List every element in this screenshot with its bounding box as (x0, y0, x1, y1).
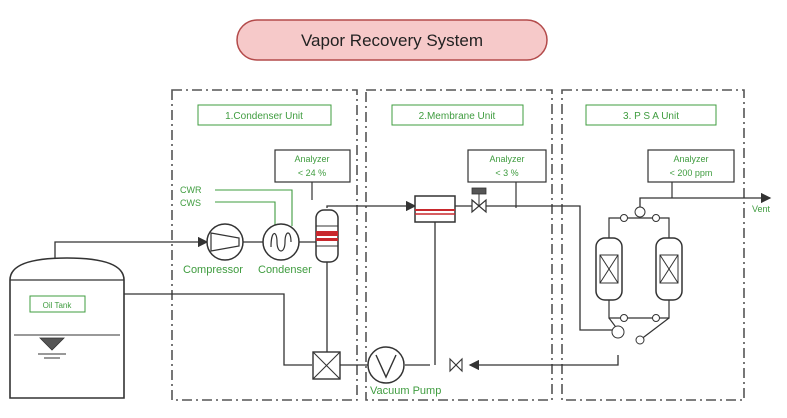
mixer-box (312, 351, 341, 380)
vacuum-pump-label: Vacuum Pump (370, 385, 441, 397)
svg-text:2.Membrane Unit: 2.Membrane Unit (419, 111, 496, 122)
svg-text:Analyzer: Analyzer (294, 154, 329, 164)
analyzer-3: Analyzer < 200 ppm (647, 149, 735, 183)
pipe-to-psa (486, 205, 612, 331)
membrane-unit-box (365, 89, 553, 401)
compressor (206, 223, 244, 261)
psa-unit-box (561, 89, 745, 401)
pipe-separator-to-membrane (326, 200, 417, 212)
cws-label: CWS (180, 198, 201, 208)
svg-text:3. P S A Unit: 3. P S A Unit (623, 111, 679, 122)
vent-label: Vent (752, 204, 771, 214)
pipe-vent (639, 192, 772, 212)
pipe-psa-return (468, 355, 619, 371)
return-valve (449, 357, 463, 373)
unit-label-1: 1.Condenser Unit (197, 104, 332, 126)
svg-text:< 24 %: < 24 % (298, 168, 326, 178)
pipe-tank-to-compressor (54, 236, 209, 258)
vacuum-pump (367, 346, 405, 384)
title-banner: Vapor Recovery System (236, 19, 548, 61)
unit-label-3: 3. P S A Unit (585, 104, 717, 126)
separator-vessel (315, 209, 339, 263)
cwr-line (215, 189, 293, 226)
svg-text:Analyzer: Analyzer (489, 154, 524, 164)
condenser-unit-box (171, 89, 358, 401)
condenser (262, 223, 300, 261)
analyzer-2: Analyzer < 3 % (467, 149, 547, 183)
condenser-label: Condenser (258, 264, 312, 276)
psa-adsorber-left (595, 237, 623, 301)
svg-text:1.Condenser Unit: 1.Condenser Unit (225, 111, 303, 122)
unit-label-2: 2.Membrane Unit (391, 104, 524, 126)
analyzer-1: Analyzer < 24 % (274, 149, 351, 183)
psa-adsorber-right (655, 237, 683, 301)
svg-text:< 200 ppm: < 200 ppm (670, 168, 713, 178)
control-valve (471, 187, 487, 214)
svg-text:Analyzer: Analyzer (673, 154, 708, 164)
membrane-module (414, 195, 456, 223)
svg-text:< 3 %: < 3 % (495, 168, 518, 178)
psa-valves (611, 206, 660, 345)
oil-tank: Oil Tank (9, 257, 125, 399)
pipe-tank-to-mixer (124, 293, 312, 366)
cwr-label: CWR (180, 185, 202, 195)
page-title: Vapor Recovery System (301, 31, 483, 50)
cws-line (215, 201, 276, 226)
compressor-label: Compressor (183, 264, 243, 276)
tank-label: Oil Tank (43, 301, 73, 310)
